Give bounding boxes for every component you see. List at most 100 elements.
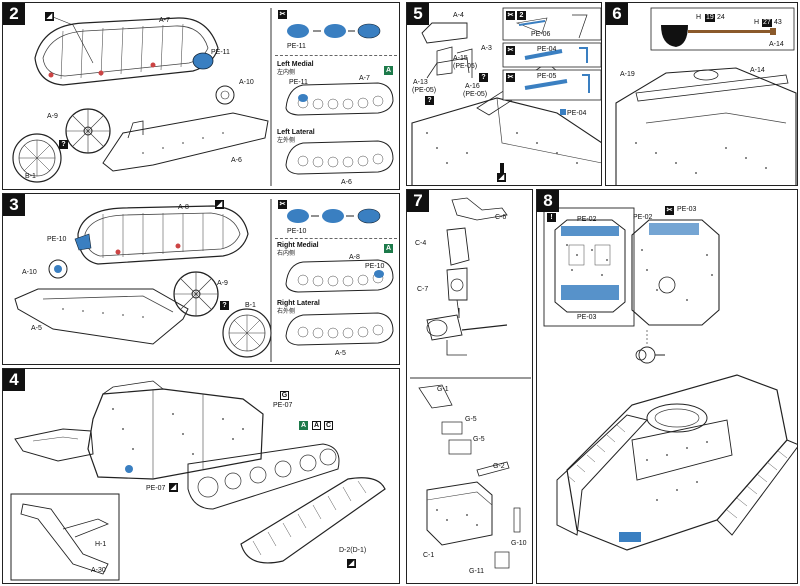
glue-icon: ? <box>425 96 434 105</box>
part-label: G-5 <box>465 416 477 423</box>
part-label: A-5 <box>31 325 42 332</box>
part-label: PE-11 <box>289 79 308 86</box>
part-label: PE-02 <box>633 214 653 221</box>
part-label: (PE-05) <box>412 87 437 94</box>
part-label: PE-07 <box>273 402 293 409</box>
part-label: A-7 <box>159 17 170 24</box>
part-label: A-5 <box>335 350 346 357</box>
photo-etch-icon: ✂ <box>665 206 674 215</box>
part-label: A-6 <box>231 157 242 164</box>
part-label: 24 <box>717 14 725 21</box>
part-label: 27 <box>762 19 772 27</box>
part-label: A-3 <box>481 45 492 52</box>
step-5-panel: 5 A-4 A-3 A-15 (PE-05) A-13 (PE-05) ? A-… <box>406 2 602 186</box>
part-label: C-6 <box>495 214 507 221</box>
part-label: PE-11 <box>287 43 306 50</box>
photo-etch-icon: ✂ <box>278 10 287 19</box>
part-label: G-10 <box>511 540 527 547</box>
part-label: C-4 <box>415 240 427 247</box>
part-label: PE-10 <box>287 228 307 235</box>
part-label: A-6 <box>341 179 352 186</box>
part-label: PE-06 <box>531 31 551 38</box>
glue-icon: ! <box>547 213 556 222</box>
glue-icon: A <box>299 421 308 430</box>
step-5-drawing <box>411 7 601 185</box>
part-label: PE-02 <box>577 216 597 223</box>
step-7-drawing <box>410 197 531 569</box>
part-label: A-14 <box>750 67 765 74</box>
step-number: 2 <box>3 3 25 25</box>
part-label: PE-03 <box>677 206 697 213</box>
part-label: PE-07 <box>146 485 166 492</box>
part-label: A-7 <box>359 75 370 82</box>
part-label: 43 <box>774 19 782 26</box>
part-label: (PE-05) <box>453 63 478 70</box>
view-title: Right Lateral <box>277 300 320 307</box>
part-label: PE-04 <box>567 110 587 117</box>
part-label: C-1 <box>423 552 435 559</box>
part-label: A-9 <box>47 113 58 120</box>
glue-icon: C <box>324 421 333 430</box>
part-label: A-19 <box>620 71 635 78</box>
part-label: 19 <box>705 14 715 22</box>
glue-icon: ◢ <box>215 200 224 209</box>
glue-icon: 2 <box>517 11 526 20</box>
part-label: (PE-05) <box>463 91 488 98</box>
glue-icon: A <box>384 66 393 75</box>
glue-icon: ? <box>59 140 68 149</box>
step-4-drawing <box>10 380 386 581</box>
step-number: 4 <box>3 369 25 391</box>
part-label: B-1 <box>25 173 36 180</box>
part-label: A-30 <box>91 567 106 574</box>
part-label: D-2(D-1) <box>339 547 367 554</box>
part-label: G-2 <box>493 463 505 470</box>
part-label: H <box>696 14 702 21</box>
divider <box>275 55 397 56</box>
part-label: PE-05 <box>537 73 557 80</box>
step-4-panel: 4 G PE-07 A A C PE-07 ◢ H-1 A-30 D-2(D-1… <box>2 368 400 584</box>
part-label: A-16 <box>465 83 480 90</box>
view-title: Left Medial <box>277 61 314 68</box>
step-number: 3 <box>3 194 25 216</box>
part-label: A-15 <box>453 55 468 62</box>
part-label: A-9 <box>217 280 228 287</box>
glue-icon: ◢ <box>169 483 178 492</box>
photo-etch-icon: ✂ <box>506 11 515 20</box>
step-2-drawing <box>12 8 272 186</box>
part-label: C-7 <box>417 286 429 293</box>
part-label: A-4 <box>453 12 464 19</box>
part-label: G-1 <box>437 386 449 393</box>
part-label: A-10 <box>239 79 254 86</box>
part-label: H <box>754 19 760 26</box>
part-label: H-1 <box>95 541 107 548</box>
part-label: PE-04 <box>537 46 557 53</box>
glue-icon: ◢ <box>45 12 54 21</box>
part-label: A-8 <box>349 254 360 261</box>
step-number: 8 <box>537 190 559 212</box>
part-label: PE-10 <box>365 263 385 270</box>
step-number: 6 <box>606 3 628 25</box>
photo-etch-icon: ✂ <box>278 200 287 209</box>
view-title-cn: 左外侧 <box>277 138 296 144</box>
part-label: G-11 <box>469 568 485 575</box>
view-title-cn: 右外侧 <box>277 309 296 315</box>
step-6-drawing <box>615 7 797 185</box>
glue-icon: G <box>280 391 289 400</box>
view-title-cn: 左内侧 <box>277 70 296 76</box>
part-label: G-5 <box>473 436 485 443</box>
part-label: A-13 <box>413 79 428 86</box>
glue-icon: ◢ <box>497 173 506 182</box>
step-8-panel: 8 ! PE-02 PE-03 PE-02 PE-03 ✂ <box>536 189 798 584</box>
glue-icon: ◢ <box>347 559 356 568</box>
step-3-drawing <box>14 199 394 362</box>
glue-icon: A <box>312 421 321 430</box>
step-3-panel: 3 ◢ ? A-8 PE-10 A-10 A <box>2 193 400 365</box>
glue-icon: A <box>384 244 393 253</box>
view-title-cn: 右内侧 <box>277 251 296 257</box>
step-6-panel: 6 H 19 24 H 27 43 A-14 A-19 A-14 <box>605 2 798 186</box>
view-title: Right Medial <box>277 242 319 249</box>
step-number: 5 <box>407 3 429 25</box>
part-label: A-14 <box>769 41 784 48</box>
divider <box>275 238 397 239</box>
step-8-drawing <box>543 207 797 551</box>
